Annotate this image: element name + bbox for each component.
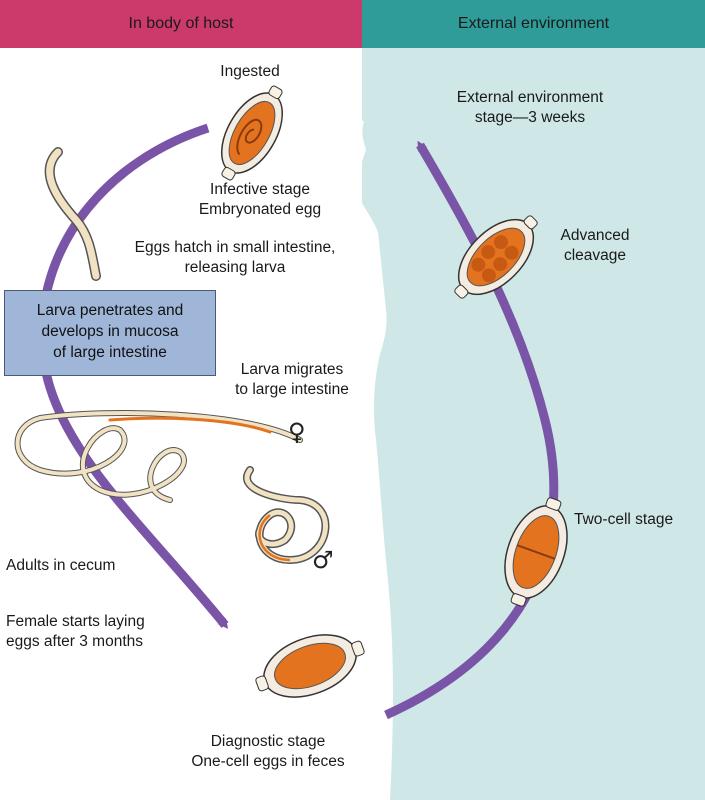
env-header-bar: [362, 0, 705, 48]
advanced-cleavage-egg: [454, 215, 538, 299]
two-cell-stage-label: Two-cell stage: [574, 511, 674, 528]
adults-in-cecum-label: Adults in cecum: [6, 557, 116, 574]
advanced-cleavage-label: Advanced cleavage: [560, 227, 630, 264]
host-header: In body of host: [128, 15, 234, 32]
larva-penetrates-box: Larva penetrates and develops in mucosa …: [4, 290, 216, 376]
male-worm: [243, 466, 330, 565]
infective-stage-label: Infective stage Embryonated egg: [198, 181, 322, 218]
larva-migrates-label: Larva migrates to large intestine: [235, 361, 349, 398]
two-cell-egg: [504, 497, 568, 607]
female-laying-label: Female starts laying eggs after 3 months: [6, 613, 145, 650]
male-symbol: ♂: [312, 546, 334, 574]
embryonated-egg: [220, 85, 284, 181]
female-worm: [14, 410, 303, 503]
human-body-silhouette: [300, 48, 393, 800]
external-stage-label: External environment stage—3 weeks: [456, 89, 604, 126]
one-cell-egg: [255, 634, 365, 698]
external-environment-background: [362, 48, 705, 800]
environment-header: External environment: [457, 15, 610, 32]
female-symbol: ♀: [288, 418, 306, 446]
ingested-label: Ingested: [220, 63, 280, 80]
environment-cycle-arrow: [384, 140, 559, 720]
diagnostic-stage-label: Diagnostic stage One-cell eggs in feces: [191, 733, 345, 770]
host-header-bar: [0, 0, 362, 48]
eggs-hatch-label: Eggs hatch in small intestine, releasing…: [134, 239, 336, 276]
